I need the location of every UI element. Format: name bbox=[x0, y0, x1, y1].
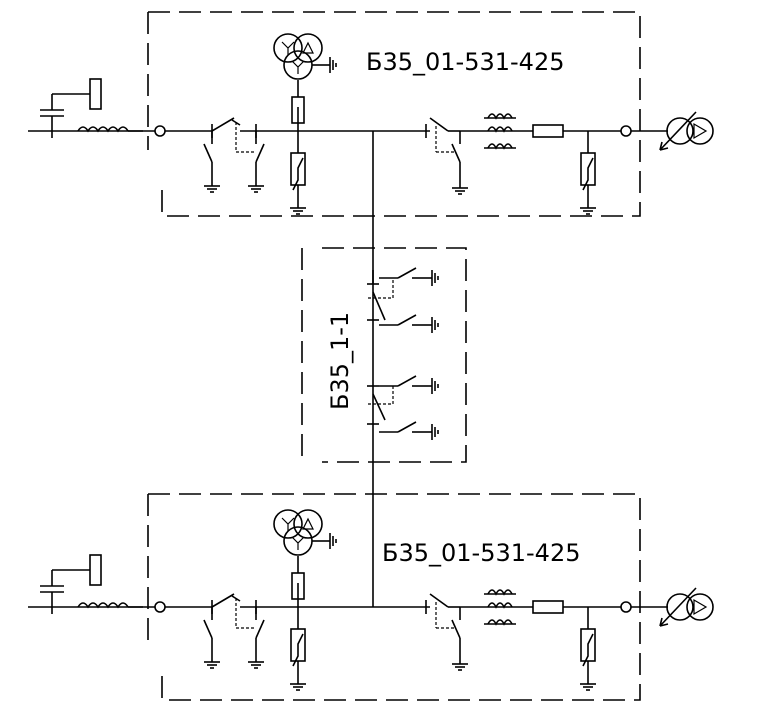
bottom-bay bbox=[28, 510, 713, 690]
bottom-bay-label: Б35_01-531-425 bbox=[382, 539, 580, 567]
disconnector-with-earthing-switches-icon bbox=[367, 375, 439, 441]
bottom-bay-enclosure bbox=[147, 493, 641, 701]
top-bay-label: Б35_01-531-425 bbox=[366, 48, 564, 76]
middle-bay-enclosure bbox=[301, 247, 467, 463]
disconnector-with-earthing-switches-icon bbox=[367, 267, 439, 334]
middle-bay-label: Б35_1-1 bbox=[326, 312, 354, 410]
top-bay-enclosure bbox=[147, 11, 641, 217]
